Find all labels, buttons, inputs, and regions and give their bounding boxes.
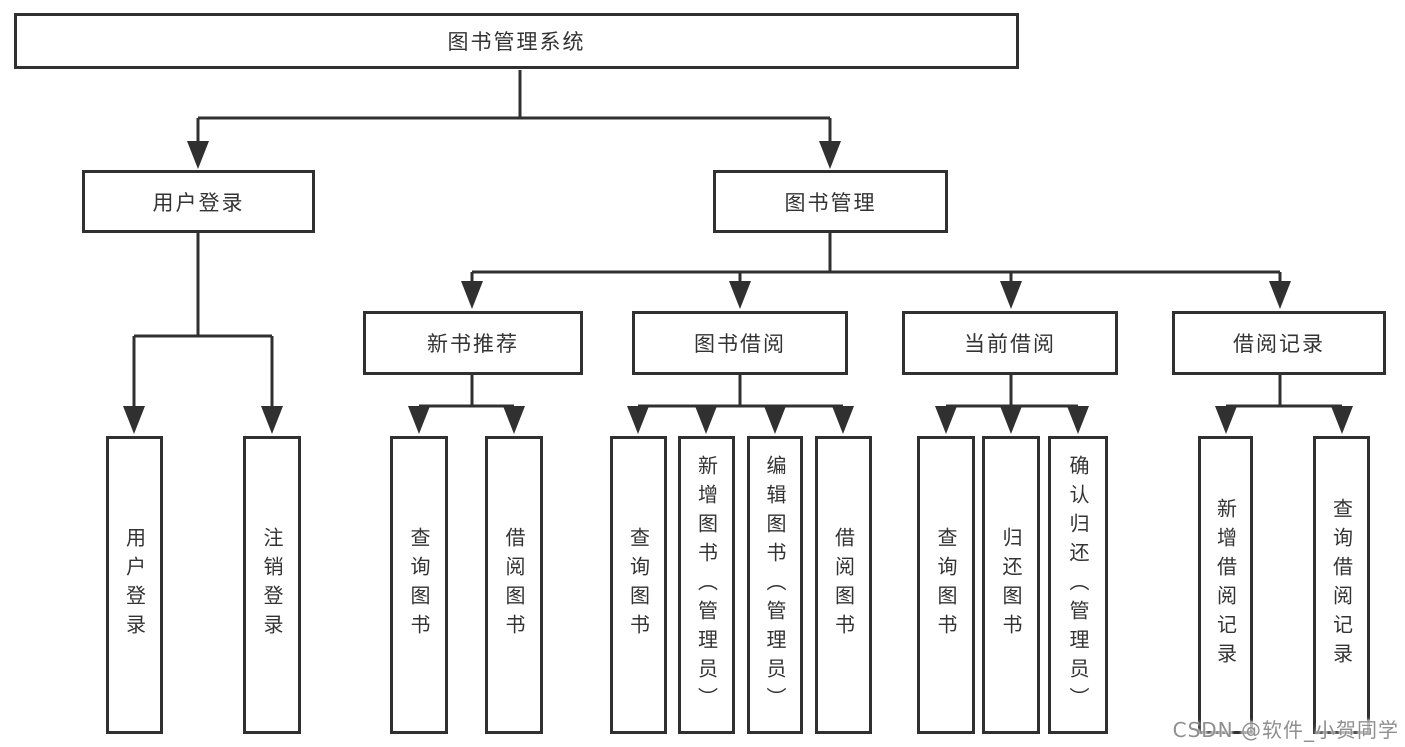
node-user-login-group: 用户登录 [82,170,315,233]
node-current-borrow: 当前借阅 [902,311,1118,375]
arrowheads [123,141,1353,434]
leaf-edit-books-admin: 编辑图书（管理员） [747,436,803,734]
leaf-borrow-books-2: 借阅图书 [815,436,872,734]
leaf-add-books-admin: 新增图书（管理员） [678,436,735,734]
leaf-logout: 注销登录 [243,436,301,734]
leaf-query-books-2: 查询图书 [610,436,667,734]
leaf-borrow-books-1: 借阅图书 [485,436,543,734]
node-borrow-records: 借阅记录 [1172,311,1386,375]
leaf-add-borrow-record: 新增借阅记录 [1198,436,1253,734]
leaf-query-books-3: 查询图书 [917,436,975,734]
node-book-management: 图书管理 [713,170,948,233]
csdn-watermark: CSDN @软件_小贺同学 [1172,718,1399,742]
leaf-user-login: 用户登录 [106,436,163,734]
node-new-book-recommend: 新书推荐 [363,311,583,375]
leaf-confirm-return-admin: 确认归还（管理员） [1048,436,1108,734]
leaf-return-books: 归还图书 [982,436,1040,734]
leaf-query-books-1: 查询图书 [390,436,448,734]
leaf-query-borrow-record: 查询借阅记录 [1313,436,1370,734]
node-library-management-system: 图书管理系统 [14,13,1019,69]
node-book-borrow: 图书借阅 [632,311,848,375]
